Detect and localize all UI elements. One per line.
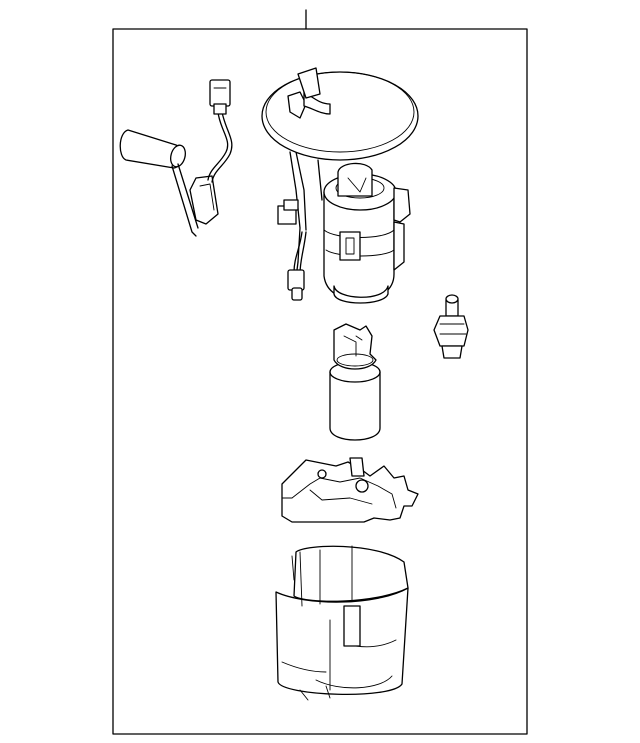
fuel-pump: [329, 323, 381, 441]
pressure-regulator: [433, 294, 469, 359]
pump-bracket: [281, 457, 419, 523]
fuel-level-sender: [119, 79, 233, 237]
reservoir-cup: [275, 545, 409, 701]
assembly-box: [112, 28, 528, 735]
pump-module-housing: [261, 67, 419, 304]
